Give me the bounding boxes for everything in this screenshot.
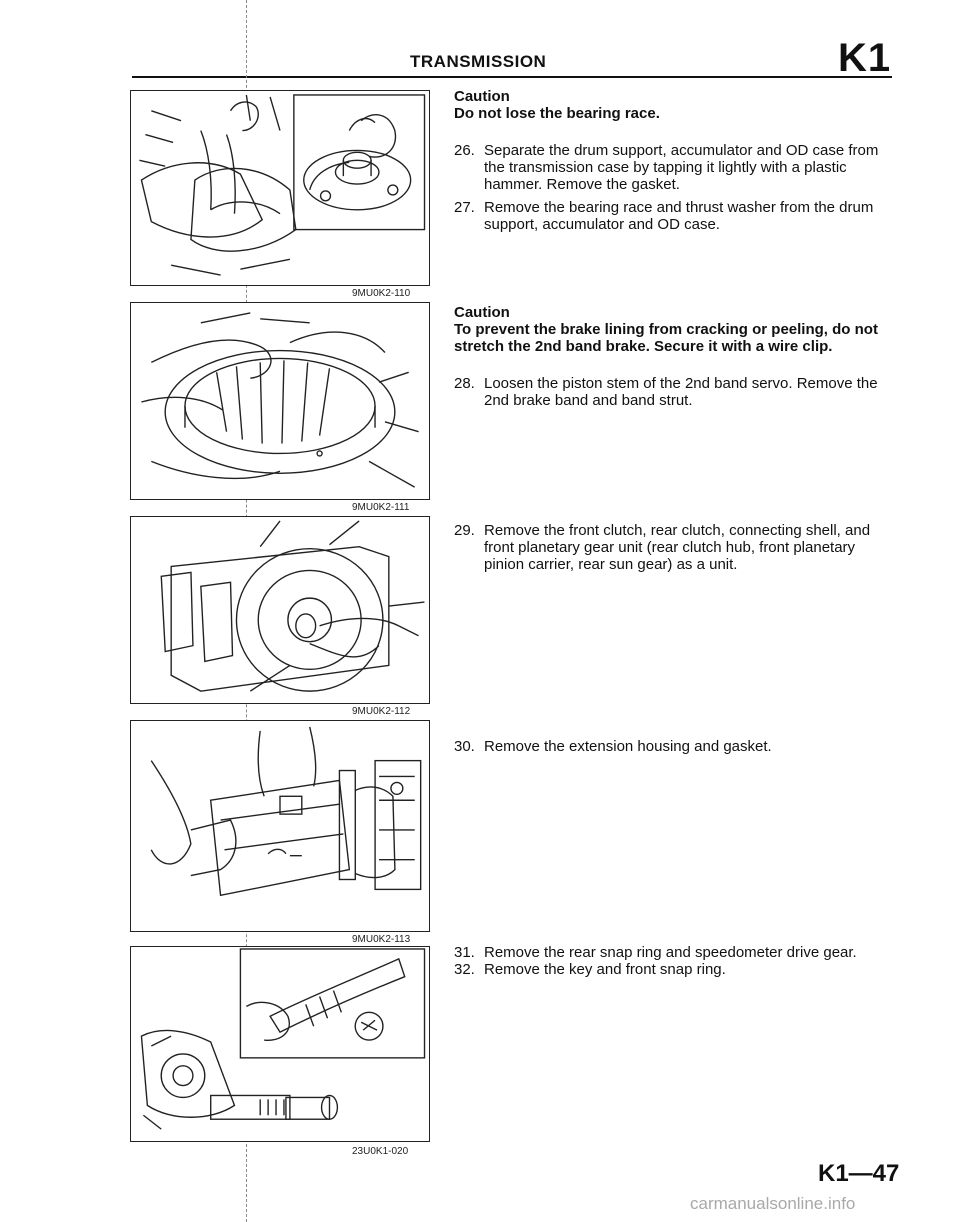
text-block-band-brake: Caution To prevent the brake lining from… — [454, 304, 896, 409]
figure-113-illustration — [150, 726, 422, 897]
step-number: 27. — [454, 199, 475, 216]
step-item: 29. Remove the front clutch, rear clutch… — [454, 522, 896, 573]
figure-code: 9MU0K2-110 — [352, 288, 411, 299]
figure-111 — [130, 302, 430, 500]
figure-code: 9MU0K2-111 — [352, 502, 410, 513]
step-text: Remove the bearing race and thrust washe… — [484, 199, 874, 233]
step-number: 30. — [454, 738, 475, 755]
step-text: Remove the rear snap ring and speedomete… — [484, 944, 857, 961]
step-number: 26. — [454, 142, 475, 159]
figure-code: 9MU0K2-112 — [352, 706, 411, 717]
step-text: Loosen the piston stem of the 2nd band s… — [484, 375, 878, 409]
step-item: 26. Separate the drum support, accumulat… — [454, 142, 896, 193]
text-block-extension-housing: 30. Remove the extension housing and gas… — [454, 732, 896, 755]
step-item: 30. Remove the extension housing and gas… — [454, 738, 896, 755]
figure-112-illustration — [160, 520, 425, 692]
caution-text: Do not lose the bearing race. — [454, 105, 660, 122]
figure-112 — [130, 516, 430, 704]
header-rule — [132, 76, 892, 78]
figure-code: 9MU0K2-113 — [352, 934, 411, 945]
section-code: K1 — [838, 36, 892, 80]
text-block-front-clutch: 29. Remove the front clutch, rear clutch… — [454, 516, 896, 573]
step-text: Remove the extension housing and gasket. — [484, 738, 772, 755]
watermark: carmanualsonline.info — [690, 1194, 856, 1213]
caution-heading: Caution — [454, 304, 510, 321]
step-item: 32. Remove the key and front snap ring. — [454, 961, 896, 978]
step-number: 32. — [454, 961, 475, 978]
step-item: 31. Remove the rear snap ring and speedo… — [454, 944, 896, 961]
step-text: Remove the key and front snap ring. — [484, 961, 726, 978]
figure-110 — [130, 90, 430, 286]
text-block-bearing-race: Caution Do not lose the bearing race. 26… — [454, 88, 896, 233]
step-number: 29. — [454, 522, 475, 539]
step-item: 28. Loosen the piston stem of the 2nd ba… — [454, 375, 896, 409]
step-number: 28. — [454, 375, 475, 392]
figure-110-illustration — [139, 94, 426, 276]
step-text: Separate the drum support, accumulator a… — [484, 142, 879, 193]
figure-code: 23U0K1-020 — [352, 1146, 409, 1157]
text-block-snap-ring: 31. Remove the rear snap ring and speedo… — [454, 944, 896, 978]
page-header-title: TRANSMISSION — [410, 52, 547, 71]
page-number: K1—47 — [818, 1160, 900, 1187]
figure-020 — [130, 946, 430, 1142]
step-text: Remove the front clutch, rear clutch, co… — [484, 522, 871, 573]
figure-111-illustration — [141, 312, 419, 488]
step-number: 31. — [454, 944, 475, 961]
step-item: 27. Remove the bearing race and thrust w… — [454, 199, 896, 233]
caution-text: To prevent the brake lining from crackin… — [454, 321, 878, 355]
figure-020-illustration — [140, 948, 426, 1130]
caution-heading: Caution — [454, 88, 510, 105]
figure-113 — [130, 720, 430, 932]
